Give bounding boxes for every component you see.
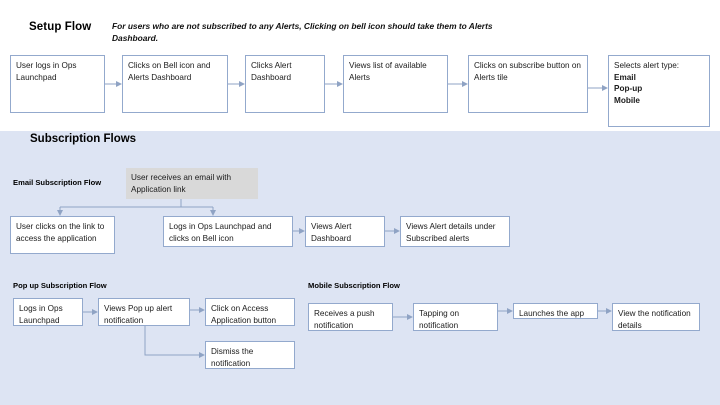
setup-flow-subtitle: For users who are not subscribed to any … (112, 21, 493, 43)
mobile-flow-step-2-label: Tapping on notification (419, 309, 460, 330)
setup-step-3[interactable]: Clicks Alert Dashboard (245, 55, 325, 113)
popup-flow-branch-2-label: Dismiss the notification (211, 347, 254, 368)
alert-type-popup: Pop-up (614, 84, 643, 93)
setup-step-2-label: Clicks on Bell icon and Alerts Dashboard (128, 61, 211, 82)
email-flow-label: Email Subscription Flow (13, 178, 102, 187)
popup-flow-step-2-label: Views Pop up alert notification (104, 304, 173, 325)
mobile-flow-step-4[interactable]: View the notification details (612, 303, 700, 331)
mobile-flow-step-4-label: View the notification details (618, 309, 691, 330)
subscription-band-background (0, 131, 720, 405)
setup-step-6[interactable]: Selects alert type: Email Pop-up Mobile (608, 55, 710, 127)
setup-step-1[interactable]: User logs in Ops Launchpad (10, 55, 105, 113)
alert-type-mobile: Mobile (614, 95, 640, 105)
popup-flow-step-2[interactable]: Views Pop up alert notification (98, 298, 190, 326)
mobile-flow-step-2[interactable]: Tapping on notification (413, 303, 498, 331)
email-flow-step-4[interactable]: Views Alert details under Subscribed ale… (400, 216, 510, 247)
setup-step-6-lead: Selects alert type: (614, 61, 680, 70)
email-flow-branch-left[interactable]: User clicks on the link to access the ap… (10, 216, 115, 254)
setup-flow-title: Setup Flow (29, 21, 92, 33)
mobile-flow-step-3[interactable]: Launches the app (513, 303, 598, 319)
mobile-flow-step-1[interactable]: Receives a push notification (308, 303, 393, 331)
popup-flow-branch-1[interactable]: Click on Access Application button (205, 298, 295, 326)
setup-step-5[interactable]: Clicks on subscribe button on Alerts til… (468, 55, 588, 113)
email-flow-source-label: User receives an email with Application … (131, 173, 232, 194)
setup-step-2[interactable]: Clicks on Bell icon and Alerts Dashboard (122, 55, 228, 113)
email-flow-source[interactable]: User receives an email with Application … (126, 168, 258, 199)
setup-step-3-label: Clicks Alert Dashboard (251, 61, 292, 82)
alert-type-email: Email (614, 72, 636, 82)
mobile-flow-label: Mobile Subscription Flow (308, 281, 400, 290)
popup-flow-step-1-label: Logs in Ops Launchpad (19, 304, 63, 325)
popup-flow-step-1[interactable]: Logs in Ops Launchpad (13, 298, 83, 326)
setup-step-4-label: Views list of available Alerts (349, 61, 427, 82)
email-flow-branch-down[interactable]: Logs in Ops Launchpad and clicks on Bell… (163, 216, 293, 247)
email-flow-branch-left-label: User clicks on the link to access the ap… (16, 222, 105, 243)
email-flow-step-4-label: Views Alert details under Subscribed ale… (406, 222, 496, 243)
popup-flow-branch-2[interactable]: Dismiss the notification (205, 341, 295, 369)
setup-step-4[interactable]: Views list of available Alerts (343, 55, 448, 113)
popup-flow-branch-1-label: Click on Access Application button (211, 304, 277, 325)
subscription-flows-title: Subscription Flows (30, 133, 137, 145)
setup-step-1-label: User logs in Ops Launchpad (16, 61, 77, 82)
mobile-flow-step-3-label: Launches the app (519, 309, 585, 318)
popup-flow-label: Pop up Subscription Flow (13, 281, 107, 290)
email-flow-branch-down-label: Logs in Ops Launchpad and clicks on Bell… (169, 222, 272, 243)
email-flow-step-3[interactable]: Views Alert Dashboard (305, 216, 385, 247)
mobile-flow-step-1-label: Receives a push notification (314, 309, 375, 330)
setup-step-5-label: Clicks on subscribe button on Alerts til… (474, 61, 581, 82)
email-flow-step-3-label: Views Alert Dashboard (311, 222, 352, 243)
